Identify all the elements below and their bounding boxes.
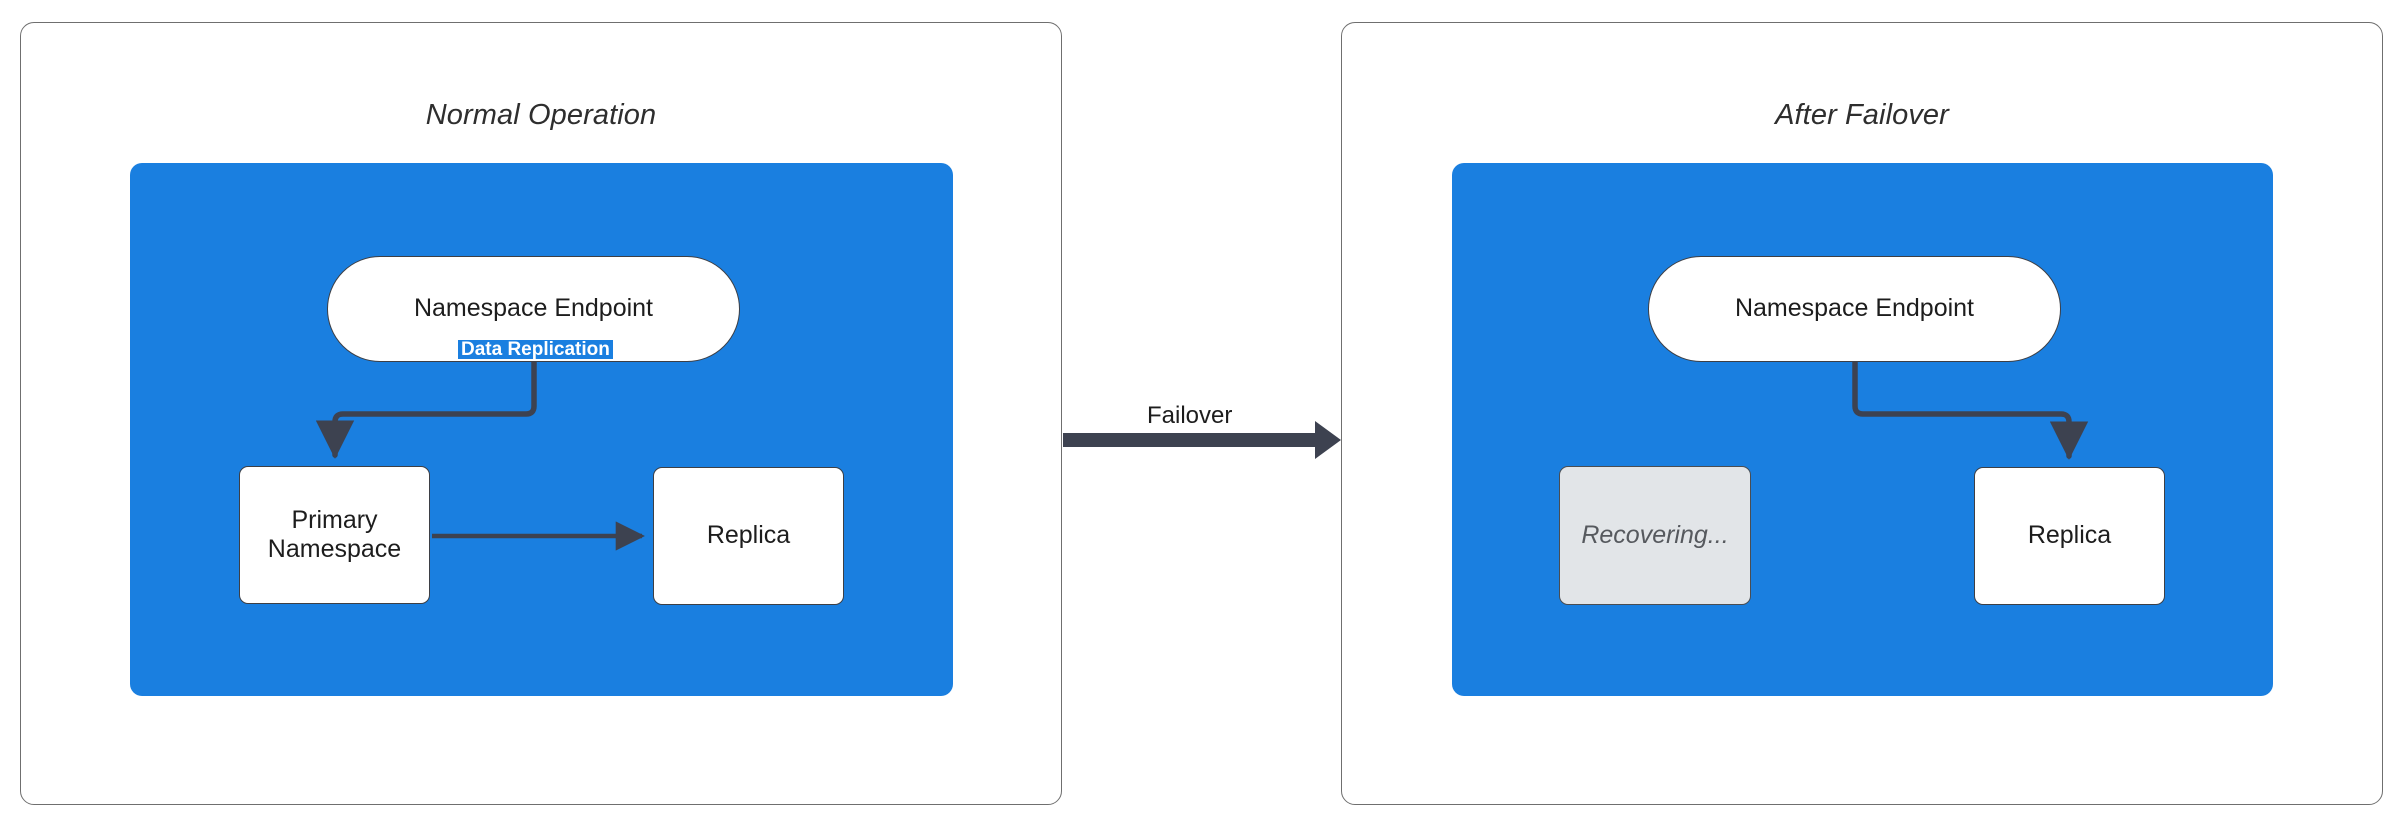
node-label-line1: Primary	[291, 505, 378, 534]
panel-title-after-failover: After Failover	[1775, 99, 1949, 131]
failover-transition-label: Failover	[1147, 402, 1233, 429]
node-label: Replica	[706, 521, 791, 550]
region-normal-operation	[130, 163, 953, 696]
node-replica-normal[interactable]: Replica	[653, 467, 844, 605]
node-namespace-endpoint-failover[interactable]: Namespace Endpoint	[1648, 256, 2061, 362]
node-label: Namespace Endpoint	[413, 294, 654, 323]
node-recovering[interactable]: Recovering...	[1559, 466, 1751, 605]
edge-label-data-replication: Data Replication	[458, 340, 613, 359]
panel-title-normal-operation: Normal Operation	[425, 99, 657, 131]
node-label: Namespace Endpoint	[1734, 294, 1975, 323]
node-label: Recovering...	[1581, 520, 1729, 549]
node-primary-namespace[interactable]: Primary Namespace	[239, 466, 430, 604]
region-after-failover	[1452, 163, 2273, 696]
node-label: Primary Namespace	[268, 506, 401, 565]
node-replica-failover[interactable]: Replica	[1974, 467, 2165, 605]
node-label-line2: Namespace	[267, 535, 402, 563]
node-label: Replica	[2027, 521, 2112, 550]
